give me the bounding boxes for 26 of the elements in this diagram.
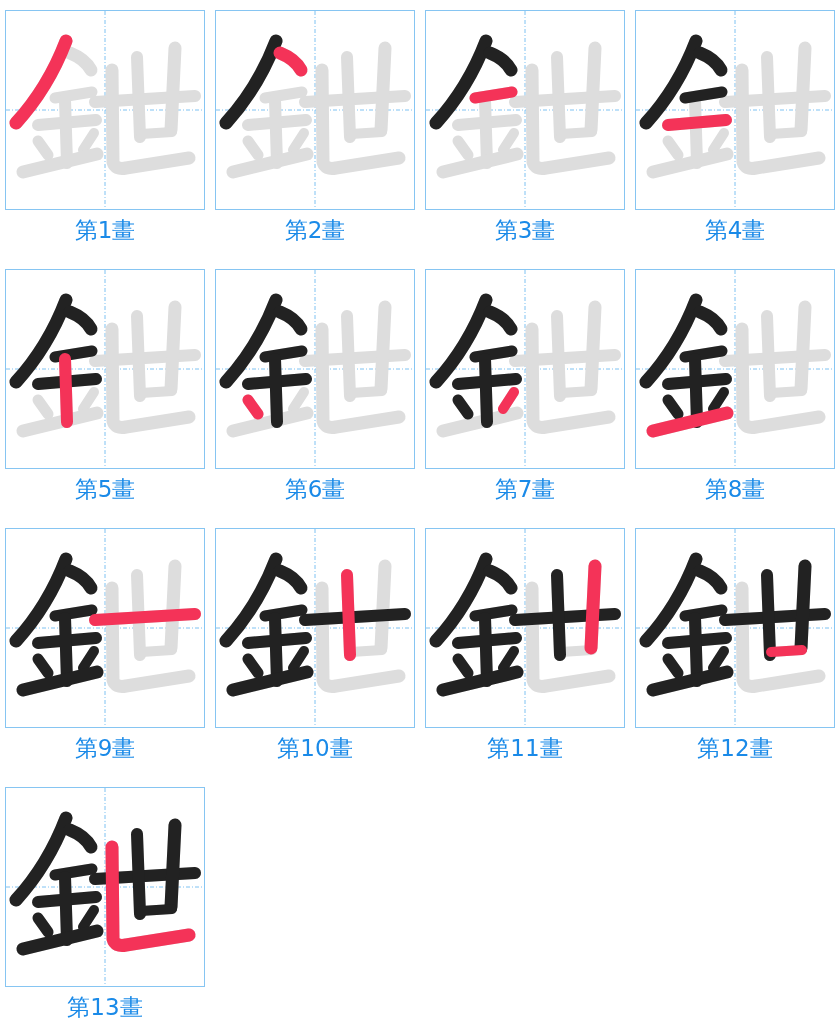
stroke-order-panel xyxy=(5,787,205,987)
stroke-caption: 第7畫 xyxy=(494,475,556,503)
stroke-order-panel xyxy=(425,528,625,728)
stroke-caption: 第5畫 xyxy=(74,475,136,503)
stroke-order-panel xyxy=(425,269,625,469)
stroke-caption: 第11畫 xyxy=(487,734,563,762)
stroke-caption: 第12畫 xyxy=(697,734,773,762)
stroke-order-panel xyxy=(5,10,205,210)
stroke-order-panel xyxy=(5,269,205,469)
stroke-order-panel xyxy=(635,528,835,728)
stroke-caption: 第6畫 xyxy=(284,475,346,503)
stroke-order-panel xyxy=(635,10,835,210)
stroke-caption: 第13畫 xyxy=(67,993,143,1021)
stroke-caption: 第1畫 xyxy=(74,216,136,244)
stroke-caption: 第8畫 xyxy=(704,475,766,503)
stroke-order-panel xyxy=(215,528,415,728)
stroke-caption: 第3畫 xyxy=(494,216,556,244)
stroke-caption: 第9畫 xyxy=(74,734,136,762)
stroke-order-panel xyxy=(215,269,415,469)
stroke-caption: 第2畫 xyxy=(284,216,346,244)
stroke-order-panel xyxy=(635,269,835,469)
stroke-order-panel xyxy=(425,10,625,210)
stroke-order-panel xyxy=(215,10,415,210)
stroke-order-panel xyxy=(5,528,205,728)
stroke-caption: 第4畫 xyxy=(704,216,766,244)
stroke-caption: 第10畫 xyxy=(277,734,353,762)
